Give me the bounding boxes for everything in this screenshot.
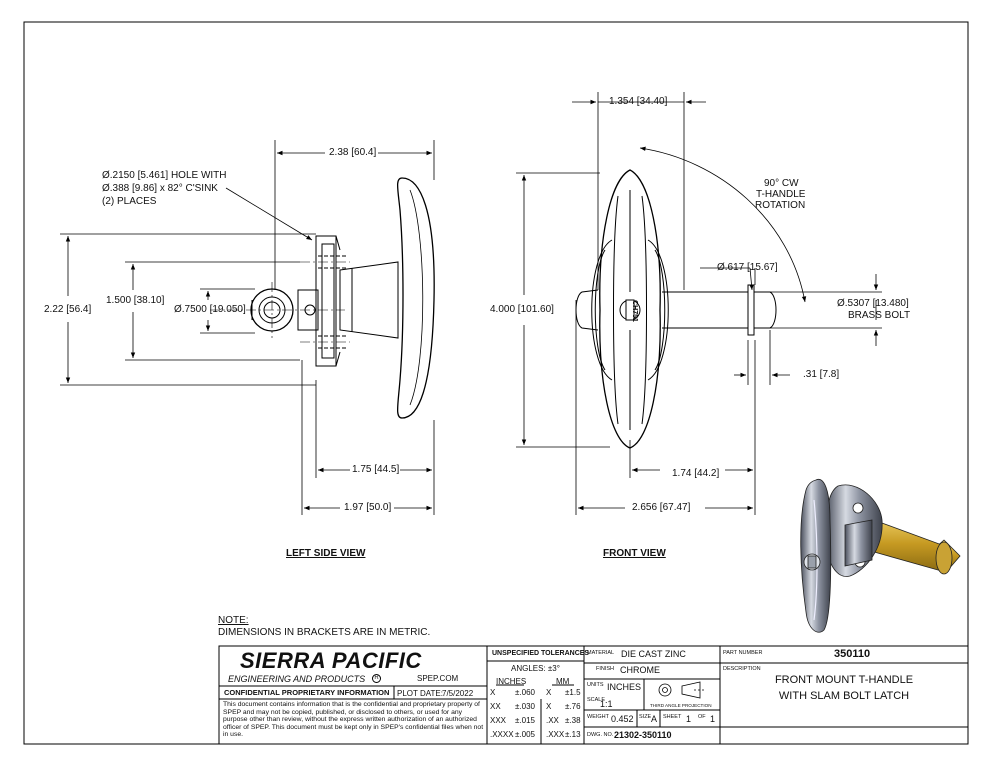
material-value: DIE CAST ZINC (621, 649, 686, 659)
bolt-material-note: BRASS BOLT (848, 310, 911, 321)
plot-date-value: 7/5/2022 (442, 689, 474, 698)
plot-date-label: PLOT DATE: (397, 689, 443, 698)
company-subtitle: ENGINEERING AND PRODUCTS (228, 674, 366, 684)
tolerance-cell-in-place: XX (490, 702, 501, 711)
hole-note-line-3: (2) PLACES (102, 196, 157, 207)
projection-label: THIRD ANGLE PROJECTION (650, 703, 712, 708)
part-number-value: 350110 (834, 648, 871, 660)
sheet-number: 1 (686, 714, 692, 724)
dim-width-238: 2.38 [60.4] (329, 147, 377, 158)
front-view (575, 169, 777, 449)
company-name: SIERRA PACIFIC (240, 648, 422, 673)
material-label: MATERIAL (587, 650, 615, 656)
confidential-text: This document contains information that … (223, 701, 484, 739)
dim-617: Ø.617 [15.67] (717, 262, 778, 273)
left-side-view-title: LEFT SIDE VIEW (286, 548, 366, 559)
inches-header: INCHES (496, 677, 527, 686)
dim-175: 1.75 [44.5] (352, 464, 400, 475)
dwg-no-label: DWG. NO. (587, 732, 614, 738)
dim-height-4000: 4.000 [101.60] (490, 304, 554, 315)
size-value: A (651, 714, 658, 724)
tolerance-cell-in-place: X (490, 688, 496, 697)
title-block-grid (218, 645, 969, 745)
of-label: OF (698, 714, 706, 720)
tolerance-cell-mm-place: .XXX (546, 730, 565, 739)
tolerance-cell-in-place: XXX (490, 716, 507, 725)
note-metric: DIMENSIONS IN BRACKETS ARE IN METRIC. (218, 627, 431, 638)
units-label: UNITS (587, 682, 604, 688)
sheet-label: SHEET (663, 714, 682, 720)
dim-height-222: 2.22 [56.4] (44, 304, 92, 315)
finish-label: FINISH (596, 666, 615, 672)
confidential-heading: CONFIDENTIAL PROPRIETARY INFORMATION (224, 688, 390, 697)
tolerances-heading: UNSPECIFIED TOLERANCES (492, 650, 590, 657)
tolerance-cell-in-place: .XXXX (490, 730, 514, 739)
tolerance-cell-mm-tol: ±.13 (565, 730, 581, 739)
dim-1354: 1.354 [34.40] (609, 96, 668, 107)
rotation-note-line-3: ROTATION (755, 200, 806, 211)
registered-mark: R (372, 674, 381, 683)
size-label: SIZE (639, 714, 652, 720)
hole-note-line-2: Ø.388 [9.86] x 82° C'SINK (102, 183, 218, 194)
dim-197: 1.97 [50.0] (344, 502, 392, 513)
dim-031: .31 [7.8] (803, 369, 840, 380)
rotation-note-line-1: 90° CW (764, 178, 799, 189)
angles-tolerance: ANGLES: ±3° (511, 664, 560, 673)
dwg-no-value: 21302-350110 (614, 730, 672, 740)
tolerance-cell-mm-place: .XX (546, 716, 559, 725)
tolerance-cell-in-tol: ±.015 (515, 716, 535, 725)
dim-hole-spacing: 1.500 [38.10] (106, 295, 165, 306)
scale-value: 1:1 (600, 699, 613, 709)
part-number-label: PART NUMBER (723, 650, 763, 656)
tolerance-cell-in-tol: ±.060 (515, 688, 535, 697)
tolerance-cell-in-tol: ±.005 (515, 730, 535, 739)
description-line-2: WITH SLAM BOLT LATCH (778, 690, 910, 702)
sheet-total: 1 (710, 714, 716, 724)
tolerance-cell-mm-tol: ±.76 (565, 702, 581, 711)
weight-value: 0.452 (611, 714, 634, 724)
tolerance-cell-mm-place: X (546, 702, 552, 711)
note-heading: NOTE: (218, 615, 249, 626)
isometric-render (800, 478, 961, 633)
left-side-view (250, 177, 435, 419)
description-label: DESCRIPTION (723, 666, 761, 672)
tolerance-cell-mm-tol: ±1.5 (565, 688, 581, 697)
tolerance-cell-mm-place: X (546, 688, 552, 697)
description-line-1: FRONT MOUNT T-HANDLE (774, 674, 914, 686)
front-view-title: FRONT VIEW (603, 548, 666, 559)
rotation-note-line-2: T-HANDLE (756, 189, 806, 200)
sheet-border (23, 21, 969, 745)
dim-2656: 2.656 [67.47] (632, 502, 691, 513)
third-angle-projection-symbol (658, 681, 704, 699)
finish-value: CHROME (620, 665, 660, 675)
company-website: SPEP.COM (417, 674, 459, 683)
scale-label: SCALE (587, 697, 606, 703)
dim-174: 1.74 [44.2] (672, 468, 720, 479)
mm-header: MM (556, 677, 570, 686)
hole-note-line-1: Ø.2150 [5.461] HOLE WITH (102, 170, 227, 181)
key-code-text: CH751 (631, 300, 638, 322)
tolerance-cell-mm-tol: ±.38 (565, 716, 581, 725)
dim-bolt-diameter: Ø.5307 [13.480] (837, 298, 909, 309)
dim-bore-diameter: Ø.7500 [19.050] (174, 304, 246, 315)
weight-label: WEIGHT (587, 714, 609, 720)
units-value: INCHES (607, 682, 642, 692)
tolerance-cell-in-tol: ±.030 (515, 702, 535, 711)
